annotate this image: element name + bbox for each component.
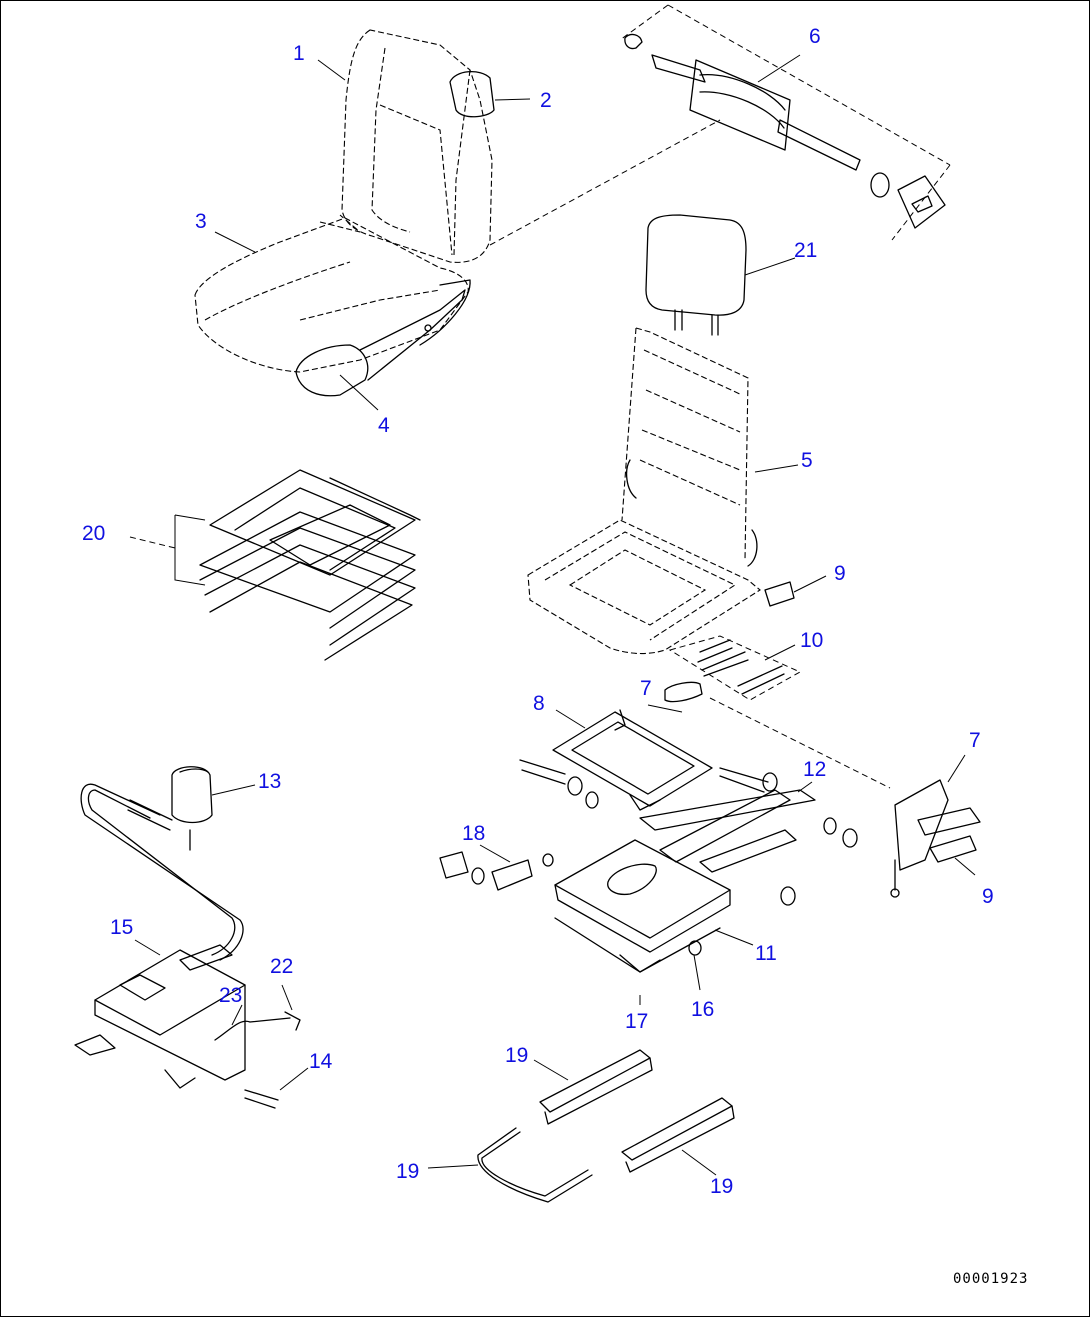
upper-bracket [519,681,778,811]
slide-rail-right [621,1097,735,1173]
figure-number: 00001923 [953,1271,1028,1287]
callout-5: 5 [801,449,813,472]
seat-back-cushion [341,29,493,263]
adjust-knob [127,766,213,851]
callout-14: 14 [309,1050,333,1073]
callout-7-right: 7 [969,729,981,752]
seat-cushion [194,214,471,373]
callout-8: 8 [533,692,545,715]
callout-3: 3 [195,210,207,233]
bolts-washers [439,851,554,891]
callout-20: 20 [82,522,105,545]
callout-19-a: 19 [505,1044,528,1067]
callout-9-bottom: 9 [982,885,994,908]
headrest-small [449,71,495,118]
callout-22: 22 [270,955,293,978]
adjust-lever-bracket [890,779,981,898]
headrest-large [645,214,747,336]
callout-23: 23 [219,984,242,1007]
callout-7-top: 7 [640,677,652,700]
cable-lever [74,944,301,1109]
callout-2: 2 [540,89,552,112]
lumbar-support-assembly [489,4,951,246]
callout-19-c: 19 [710,1175,733,1198]
seat-frame [527,327,795,655]
scissor-link [639,789,858,906]
callout-10: 10 [800,629,823,652]
callout-6: 6 [809,25,821,48]
callout-12: 12 [803,758,826,781]
callout-16: 16 [691,998,714,1021]
callout-18: 18 [462,822,485,845]
suspension-springs [668,635,891,789]
callout-13: 13 [258,770,281,793]
callout-9-top: 9 [834,562,846,585]
callout-11: 11 [755,942,777,965]
callout-15: 15 [110,916,133,939]
callout-4: 4 [378,414,390,437]
leader-lines [134,54,976,1176]
callout-19-b: 19 [396,1160,419,1183]
callout-1: 1 [293,42,305,65]
slide-rail-left [539,1049,653,1125]
side-cover [295,289,466,397]
suspension-base [554,839,731,973]
cable [80,783,244,961]
callout-labels: 1 2 3 4 6 21 5 20 9 10 7 8 7 12 13 18 9 … [82,25,994,1198]
cushion-frame [129,469,421,661]
callout-17: 17 [625,1010,648,1033]
slide-rail-wire [477,1127,593,1203]
callout-21: 21 [794,239,817,262]
